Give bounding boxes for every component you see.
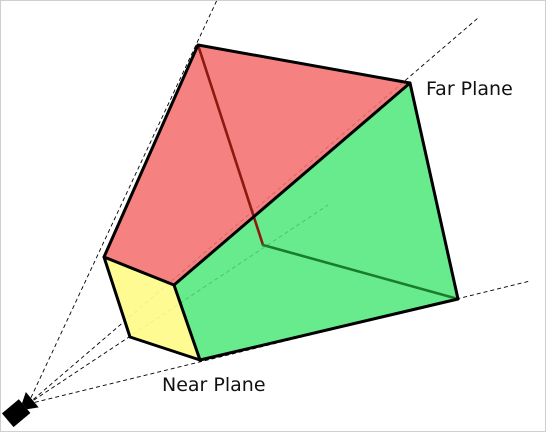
camera-lens (22, 392, 39, 410)
right-face (174, 83, 458, 360)
far-plane-label: Far Plane (426, 78, 513, 100)
top-face (104, 45, 410, 285)
near-face (104, 257, 200, 360)
near-plane-label: Near Plane (162, 374, 266, 396)
frustum-edges (102, 43, 460, 362)
near-right-edge (172, 283, 202, 362)
hidden-edge-back-vertical (196, 43, 265, 247)
view-ray-top-left (27, 0, 218, 405)
camera-icon (1, 392, 39, 428)
hidden-edge-back-bottom (261, 243, 460, 301)
near-top-edge (102, 255, 176, 287)
camera-body (1, 399, 31, 428)
hidden-edges (196, 43, 460, 301)
front-diagonal-edge (172, 81, 412, 287)
